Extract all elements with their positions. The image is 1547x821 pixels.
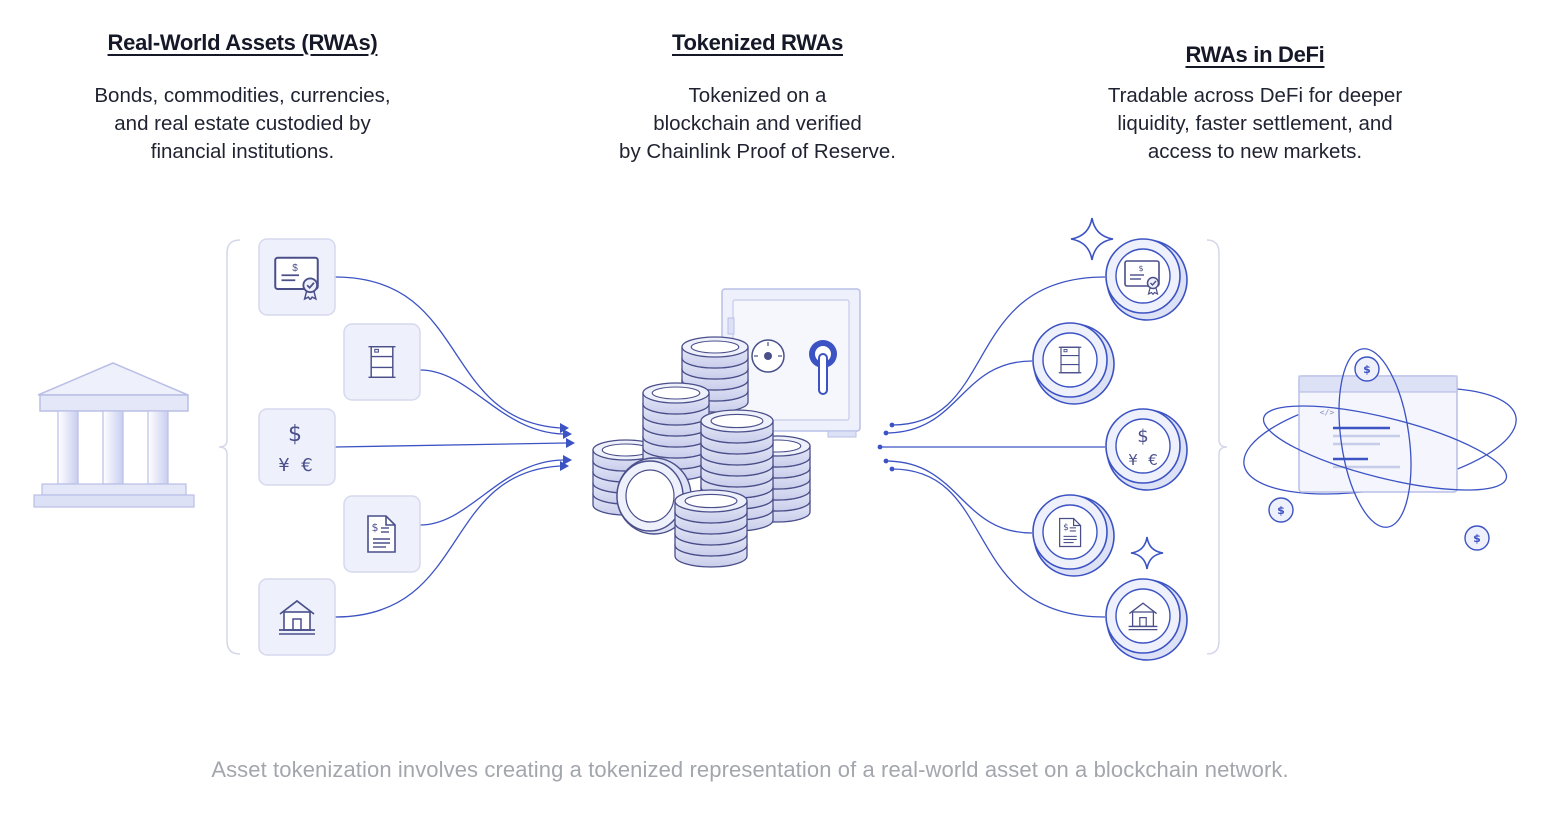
asset-box-commodity [343,323,421,401]
desc-line: financial institutions. [150,140,335,163]
asset-box-document: $ [343,495,421,573]
token-currency: $ ¥ € [1105,408,1188,491]
column-tokenized: Tokenized RWAs Tokenized on a blockchain… [555,30,960,166]
flow-arrowheads [560,423,575,471]
token-commodity [1032,322,1115,405]
svg-text:$: $ [1277,504,1285,517]
yen-symbol-icon: ¥ [1128,451,1138,469]
dollar-glyph: $ [1138,264,1143,273]
column-desc-tokenized: Tokenized on a blockchain and verified b… [555,82,960,166]
token-coin-stacks [592,336,811,568]
sparkle-icon [1130,536,1164,570]
oil-barrel-icon [367,345,397,379]
dollar-glyph: $ [1063,523,1069,533]
dollar-coin-icon: $ [1268,497,1294,523]
defi-app-illustration: </> [1243,348,1517,528]
dollar-glyph: $ [372,521,379,534]
dollar-symbol-icon: $ [1137,426,1148,447]
asset-box-bond: $ [258,238,336,316]
defi-flow-lines [880,276,1106,618]
flow-dots [877,422,895,472]
desc-line: blockchain and verified [653,112,862,135]
desc-line: access to new markets. [1147,140,1363,163]
svg-text:$: $ [1473,532,1481,545]
token-document: $ [1032,494,1115,577]
right-bracket [1206,239,1228,655]
dollar-coin-icon: $ [1354,356,1380,382]
dollar-coin-icon: $ [1464,525,1490,551]
asset-box-real-estate [258,578,336,656]
column-title-rwa: Real-World Assets (RWAs) [107,30,378,55]
desc-line: by Chainlink Proof of Reserve. [619,140,896,163]
token-real-estate [1105,578,1188,661]
euro-symbol-icon: € [301,455,312,476]
desc-line: and real estate custodied by [114,112,371,135]
column-title-tokenized: Tokenized RWAs [671,30,844,55]
token-bond: $ [1105,238,1188,321]
oil-barrel-icon [1058,346,1082,374]
desc-line: Tradable across DeFi for deeper [1107,84,1403,107]
dollar-glyph: $ [292,263,298,274]
desc-line: liquidity, faster settlement, and [1117,112,1393,135]
yen-symbol-icon: ¥ [278,455,289,476]
column-desc-defi: Tradable across DeFi for deeper liquidit… [1060,82,1450,166]
asset-box-currency: $ ¥ € [258,408,336,486]
asset-flow-lines [334,276,567,618]
column-rwa: Real-World Assets (RWAs) Bonds, commodit… [40,30,445,166]
desc-line: Bonds, commodities, currencies, [94,84,391,107]
desc-line: Tokenized on a [688,84,827,107]
bank-building-icon [33,362,195,508]
left-bracket [218,239,241,655]
column-title-defi: RWAs in DeFi [1185,42,1325,67]
dollar-symbol-icon: $ [288,422,302,447]
svg-text:$: $ [1363,363,1371,376]
code-icon: </> [1320,408,1335,417]
diagram-caption: Asset tokenization involves creating a t… [211,757,1289,782]
vault-safe-icon [721,288,861,438]
column-defi: RWAs in DeFi Tradable across DeFi for de… [1060,42,1450,166]
column-desc-rwa: Bonds, commodities, currencies, and real… [40,82,445,166]
sparkle-icon [1070,217,1114,261]
euro-symbol-icon: € [1148,451,1158,469]
